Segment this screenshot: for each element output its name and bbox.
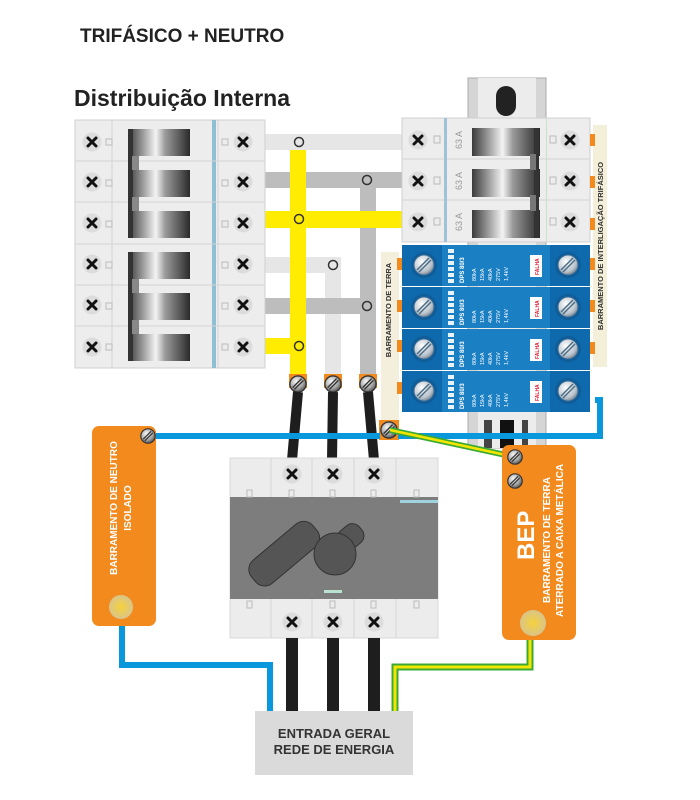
dps-spec: 80kA — [472, 268, 478, 281]
branch-breaker-2 — [128, 252, 190, 361]
dps-spec: 15kA — [480, 352, 486, 365]
breaker-rating-2: 63 A — [454, 172, 464, 190]
branch-breakers — [74, 119, 266, 369]
busbar-terminals — [289, 374, 377, 393]
interconnection-busbar: BARRAMENTO DE INTERLIGAÇÃO TRIFÁSICO — [590, 125, 607, 367]
breaker-rating-1: 63 A — [454, 131, 464, 149]
dps-spec: 40kA — [488, 268, 494, 281]
rotary-handle — [248, 520, 365, 587]
dps-fault-indicator: FALHA — [535, 342, 541, 359]
interconnection-busbar-label: BARRAMENTO DE INTERLIGAÇÃO TRIFÁSICO — [596, 162, 605, 330]
busbar-row-3-yellow — [260, 211, 410, 228]
power-entry-label-2: REDE DE ENERGIA — [274, 742, 395, 757]
neutral-busbar: BARRAMENTO DE NEUTRO ISOLADO — [92, 426, 156, 626]
dps-spec: 80kA — [472, 394, 478, 407]
dps-spec: 40kA — [488, 310, 494, 323]
dps-spec: 15kA — [480, 268, 486, 281]
dps-spec: 1,4kV — [504, 267, 510, 281]
dps-spec: 275V — [496, 394, 502, 407]
busbar-row-6-yellow — [260, 338, 306, 354]
power-entry-label-1: ENTRADA GERAL — [278, 726, 390, 741]
branch-breaker-1 — [128, 129, 190, 238]
dps-spec: 15kA — [480, 310, 486, 323]
dps-model: DPS 80/3 — [460, 341, 466, 367]
dps-screw-icon — [410, 377, 438, 405]
dps-spec: 275V — [496, 352, 502, 365]
dps-model: DPS 80/3 — [460, 257, 466, 283]
dps-spec: 80kA — [472, 310, 478, 323]
dps-screw-icon — [410, 251, 438, 279]
earth-busbar: BARRAMENTO DE TERRA — [379, 252, 402, 440]
dps-spec: 40kA — [488, 352, 494, 365]
busbar-vertical-yellow — [290, 150, 306, 375]
dps-model: DPS 80/3 — [460, 383, 466, 409]
bep-title: BEP — [513, 511, 540, 560]
dps-screw-icon — [554, 377, 582, 405]
busbar-vertical-gray — [360, 172, 376, 375]
diagram-title: TRIFÁSICO + NEUTRO — [80, 26, 285, 47]
bep-label-1: BARRAMENTO DE TERRA — [542, 477, 553, 603]
dps-screw-icon — [410, 293, 438, 321]
dps-spec: 1,4kV — [504, 351, 510, 365]
power-entry-box: ENTRADA GERAL REDE DE ENERGIA — [255, 711, 413, 775]
neutral-busbar-label-1: BARRAMENTO DE NEUTRO — [109, 441, 120, 575]
dps-spec: 275V — [496, 310, 502, 323]
main-breaker: 63 A 63 A 63 A — [401, 117, 591, 243]
earth-busbar-label: BARRAMENTO DE TERRA — [384, 262, 393, 357]
bep-label-2: ATERRADO A CAIXA METÁLICA — [553, 464, 566, 617]
busbar-vertical-white — [325, 257, 341, 375]
dps-spec: 1,4kV — [504, 393, 510, 407]
dps-model: DPS 80/3 — [460, 299, 466, 325]
main-switch — [229, 457, 439, 639]
dps-fault-indicator: FALHA — [535, 300, 541, 317]
dps-fault-indicator: FALHA — [535, 384, 541, 401]
dps-screw-icon — [554, 251, 582, 279]
breaker-rating-3: 63 A — [454, 213, 464, 231]
feed-cables-lower — [286, 638, 380, 713]
busbar-row-1-white — [260, 134, 410, 150]
neutral-wire — [119, 397, 603, 712]
dps-spec: 15kA — [480, 394, 486, 407]
neutral-bolt — [109, 595, 133, 619]
dps-spec: 40kA — [488, 394, 494, 407]
dps-spec: 1,4kV — [504, 309, 510, 323]
earth-wire — [389, 427, 534, 712]
phase-busbars — [260, 134, 410, 393]
bep-busbar: BEP BARRAMENTO DE TERRA ATERRADO A CAIXA… — [502, 445, 576, 640]
busbar-row-5-gray — [260, 298, 376, 314]
dps-screw-icon — [410, 335, 438, 363]
dps-spec: 80kA — [472, 352, 478, 365]
busbar-row-2-gray — [260, 172, 410, 188]
dps-screw-icon — [554, 293, 582, 321]
feed-cables-upper — [287, 391, 379, 461]
neutral-busbar-label-2: ISOLADO — [123, 485, 134, 531]
bep-bolt — [520, 610, 546, 636]
dps-fault-indicator: FALHA — [535, 258, 541, 275]
dps-screw-icon — [554, 335, 582, 363]
dps-spec: 275V — [496, 268, 502, 281]
diagram-subtitle: Distribuição Interna — [74, 85, 290, 111]
